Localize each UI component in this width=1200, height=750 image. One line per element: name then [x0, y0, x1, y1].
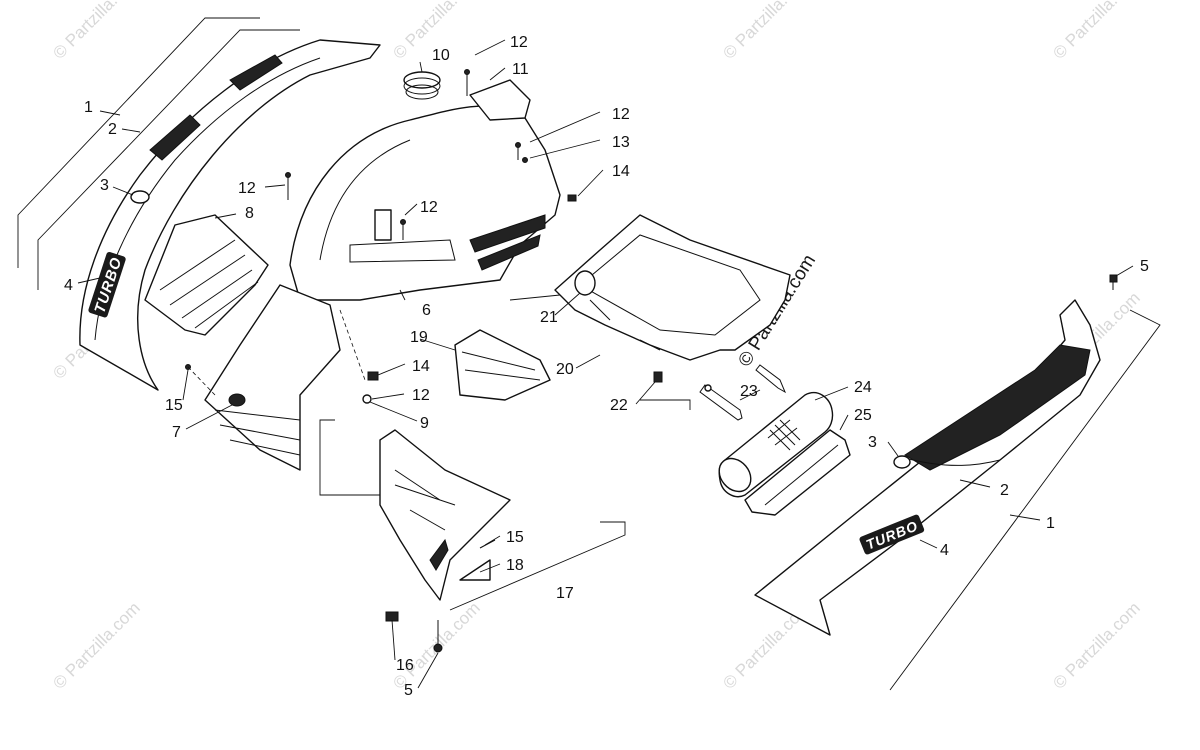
callout-15: 15	[506, 529, 524, 546]
watermark-text: © Partzilla.com	[1049, 598, 1143, 692]
callout-25: 25	[854, 407, 872, 424]
callout-14: 14	[612, 163, 630, 180]
boot	[403, 71, 441, 100]
windshield-grommet	[130, 190, 150, 204]
watermark-text: © Partzilla.com	[1049, 0, 1143, 63]
callout-20: 20	[556, 361, 574, 378]
callout-15: 15	[165, 397, 183, 414]
callout-2: 2	[108, 121, 117, 138]
callout-9: 9	[420, 415, 429, 432]
callout-5: 5	[1140, 258, 1149, 275]
watermark-text: © Partzilla.com	[49, 598, 143, 692]
hood-mount	[374, 209, 392, 241]
callout-7: 7	[172, 424, 181, 441]
callout-6: 6	[422, 302, 431, 319]
callout-22: 22	[610, 397, 628, 414]
callout-23: 23	[740, 383, 758, 400]
screen	[454, 329, 551, 401]
callout-19: 19	[410, 329, 428, 346]
callout-16: 16	[396, 657, 414, 674]
callout-3: 3	[100, 177, 109, 194]
airbox-intake	[574, 270, 596, 296]
hood	[204, 105, 561, 471]
callout-12: 12	[412, 387, 430, 404]
callouts: 1 2 3 4 5 6 7 8 9 10 11 12 12 12 12 12 1…	[64, 34, 1149, 699]
callout-12: 12	[612, 106, 630, 123]
straps	[699, 364, 787, 421]
fasteners	[185, 69, 1118, 653]
callout-4: 4	[940, 542, 949, 559]
watermark-text: © Partzilla.com	[719, 0, 813, 63]
side-panel-right: TURBO	[754, 299, 1101, 636]
callout-14: 14	[412, 358, 430, 375]
callout-1: 1	[1046, 515, 1055, 532]
callout-3: 3	[868, 434, 877, 451]
grille	[379, 429, 511, 601]
callout-2: 2	[1000, 482, 1009, 499]
group-brackets	[17, 17, 1161, 691]
callout-8: 8	[245, 205, 254, 222]
filter	[718, 392, 834, 498]
side-panel-grommet	[893, 455, 911, 469]
callout-1: 1	[84, 99, 93, 116]
filter-housing	[744, 429, 851, 516]
callout-4: 4	[64, 277, 73, 294]
callout-24: 24	[854, 379, 872, 396]
plate-11	[469, 79, 531, 121]
callout-5: 5	[404, 682, 413, 699]
leader-lines	[77, 39, 1134, 689]
callout-11: 11	[512, 61, 529, 78]
callout-21: 21	[540, 309, 558, 326]
callout-13: 13	[612, 134, 630, 151]
callout-12: 12	[420, 199, 438, 216]
callout-12: 12	[238, 180, 256, 197]
watermark-text: © Partzilla.com	[49, 0, 143, 63]
windshield: TURBO	[79, 39, 381, 391]
callout-12: 12	[510, 34, 528, 51]
vent-insert	[144, 214, 269, 336]
headlight-grommet	[228, 393, 246, 407]
callout-17: 17	[556, 585, 574, 602]
callout-10: 10	[432, 47, 450, 64]
callout-18: 18	[506, 557, 524, 574]
airbox	[554, 214, 791, 383]
